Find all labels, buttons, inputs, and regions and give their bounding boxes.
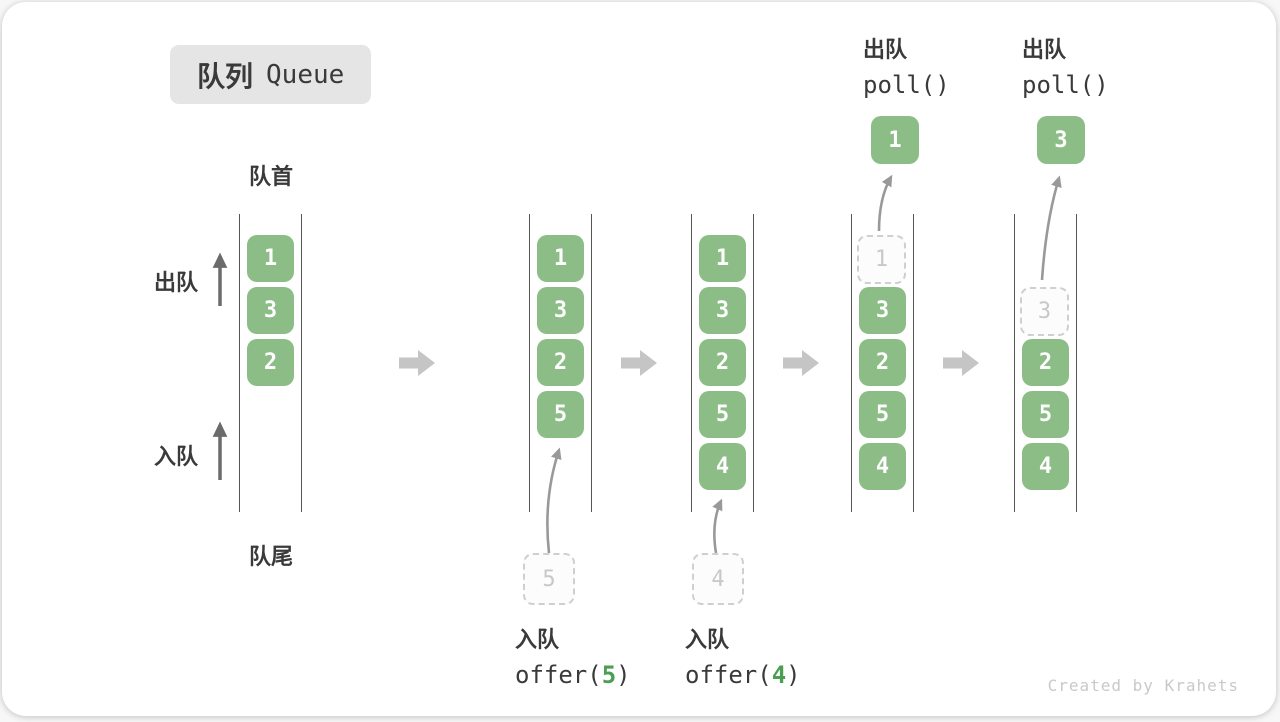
poll2-caption-code: poll() bbox=[1022, 71, 1109, 99]
poll1-caption-code: poll() bbox=[863, 71, 950, 99]
queue-item: 5 bbox=[537, 391, 584, 438]
queue-item-removed: 3 bbox=[1020, 287, 1069, 336]
step-arrow-icon bbox=[621, 350, 657, 376]
queue-item: 5 bbox=[1022, 391, 1069, 438]
watermark: Created by Krahets bbox=[1047, 676, 1239, 695]
queue-state-1: 1 3 2 bbox=[239, 214, 302, 512]
queue-item: 1 bbox=[537, 235, 584, 282]
pending-item-5: 5 bbox=[523, 553, 575, 605]
queue-item: 5 bbox=[859, 391, 906, 438]
code-arg: 5 bbox=[601, 661, 617, 689]
code-text: ) bbox=[786, 661, 801, 689]
title-badge: 队列 Queue bbox=[170, 45, 372, 104]
dequeue-label: 出队 bbox=[154, 270, 199, 295]
queue-front-label: 队首 bbox=[248, 164, 293, 189]
queue-item: 2 bbox=[699, 339, 746, 386]
queue-item: 4 bbox=[699, 443, 746, 490]
queue-item: 2 bbox=[859, 339, 906, 386]
enqueue5-caption-zh: 入队 bbox=[515, 627, 560, 652]
queue-item: 2 bbox=[537, 339, 584, 386]
code-text: ) bbox=[616, 661, 631, 689]
queue-rear-label: 队尾 bbox=[248, 544, 293, 569]
queue-item-removed: 1 bbox=[857, 235, 906, 284]
enqueue4-caption-zh: 入队 bbox=[685, 627, 730, 652]
queue-item: 3 bbox=[247, 287, 294, 334]
step-arrow-icon bbox=[783, 350, 819, 376]
title-zh: 队列 bbox=[197, 60, 254, 92]
queue-item: 5 bbox=[699, 391, 746, 438]
queue-state-3: 1 3 2 5 4 bbox=[691, 214, 754, 512]
poll2-caption: 出队 poll() bbox=[1022, 32, 1109, 99]
queue-item: 1 bbox=[699, 235, 746, 282]
queue-item: 3 bbox=[537, 287, 584, 334]
code-arg: 4 bbox=[771, 661, 787, 689]
queue-state-5: 3 2 5 4 bbox=[1014, 214, 1077, 512]
queue-item: 4 bbox=[859, 443, 906, 490]
code-text: offer( bbox=[685, 661, 772, 689]
poll2-caption-zh: 出队 bbox=[1022, 37, 1067, 62]
pending-item-4: 4 bbox=[692, 553, 744, 605]
queue-item: 3 bbox=[699, 287, 746, 334]
queue-state-4: 1 3 2 5 4 bbox=[851, 214, 914, 512]
enqueue5-caption: 入队 offer(5) bbox=[515, 622, 631, 689]
popped-item-2: 3 bbox=[1037, 116, 1085, 164]
step-arrow-icon bbox=[399, 350, 435, 376]
queue-item: 2 bbox=[1022, 339, 1069, 386]
queue-item: 1 bbox=[247, 235, 294, 282]
step-arrow-icon bbox=[943, 350, 979, 376]
queue-state-2: 1 3 2 5 bbox=[529, 214, 592, 512]
queue-item: 3 bbox=[859, 287, 906, 334]
enqueue4-caption-code: offer(4) bbox=[685, 661, 801, 689]
enqueue4-caption: 入队 offer(4) bbox=[685, 622, 801, 689]
title-en: Queue bbox=[266, 59, 345, 90]
queue-item: 2 bbox=[247, 339, 294, 386]
enqueue-label: 入队 bbox=[154, 444, 199, 469]
poll1-caption: 出队 poll() bbox=[863, 32, 950, 99]
poll1-caption-zh: 出队 bbox=[863, 37, 908, 62]
popped-item-1: 1 bbox=[871, 116, 919, 164]
queue-item: 4 bbox=[1022, 443, 1069, 490]
code-text: offer( bbox=[515, 661, 602, 689]
enqueue5-caption-code: offer(5) bbox=[515, 661, 631, 689]
